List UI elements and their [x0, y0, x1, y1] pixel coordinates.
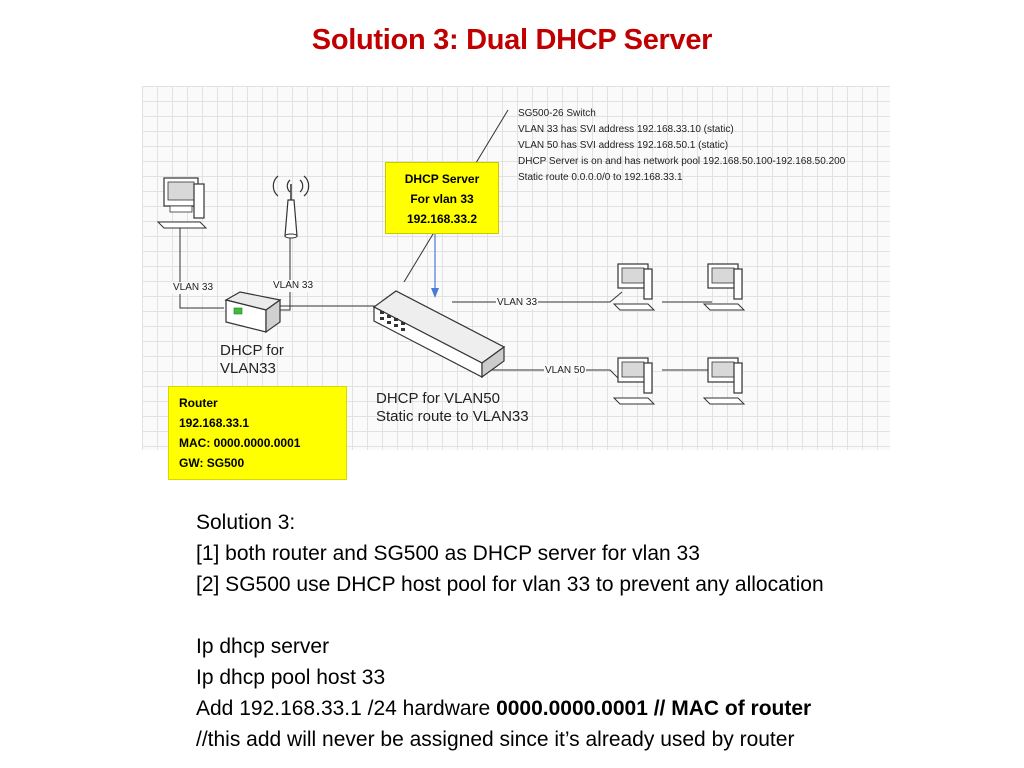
router-callout: Router 192.168.33.1 MAC: 0000.0000.0001 … [168, 386, 347, 480]
switch-icon [372, 290, 506, 379]
computer-icon-vlan33-b [702, 263, 746, 311]
solution-text: Solution 3: [1] both router and SG500 as… [196, 507, 824, 755]
link-label-ap: VLAN 33 [272, 280, 315, 292]
network-drawing [156, 109, 746, 405]
router-label: DHCP for VLAN33 [220, 342, 284, 377]
switch-label: DHCP for VLAN50 Static route to VLAN33 [376, 390, 529, 425]
note-line: DHCP Server is on and has network pool 1… [518, 156, 846, 167]
note-line: Static route 0.0.0.0/0 to 192.168.33.1 [518, 172, 683, 183]
text-line: Ip dhcp pool host 33 [196, 666, 386, 689]
text-line: //this add will never be assigned since … [196, 728, 795, 751]
dhcp-server-callout: DHCP Server For vlan 33 192.168.33.2 [385, 162, 499, 234]
network-diagram: VLAN 33 VLAN 33 VLAN 33 VLAN 50 DHCP for… [142, 86, 890, 450]
computer-icon-vlan33-a [612, 263, 656, 311]
note-line: VLAN 50 has SVI address 192.168.50.1 (st… [518, 140, 729, 151]
text-normal: Add 192.168.33.1 /24 hardware [196, 697, 497, 720]
text-line: Add 192.168.33.1 /24 hardware 0000.0000.… [196, 693, 824, 724]
switch-notes: SG500-26 Switch VLAN 33 has SVI address … [518, 106, 845, 186]
note-line: VLAN 33 has SVI address 192.168.33.10 (s… [518, 124, 734, 135]
page-title: Solution 3: Dual DHCP Server [311, 24, 713, 56]
note-line: SG500-26 Switch [518, 108, 596, 119]
router-icon [224, 291, 282, 334]
link-label-vlan33: VLAN 33 [496, 297, 539, 309]
computer-icon-vlan50-b [702, 357, 746, 405]
access-point-icon [272, 175, 310, 239]
computer-icon-left [156, 177, 208, 229]
link-label-pc: VLAN 33 [172, 282, 215, 294]
blank-line [196, 600, 824, 631]
text-bold: 0000.0000.0001 // MAC of router [496, 697, 812, 720]
text-line: Ip dhcp server [196, 635, 330, 658]
link-label-vlan50: VLAN 50 [544, 365, 587, 377]
link-pc-router [179, 222, 224, 309]
text-line: [1] both router and SG500 as DHCP server… [196, 542, 700, 565]
text-line: Solution 3: [196, 511, 296, 534]
dhcp-arrow [431, 234, 439, 298]
text-line: [2] SG500 use DHCP host pool for vlan 33… [196, 573, 824, 596]
computer-icon-vlan50-a [612, 357, 656, 405]
